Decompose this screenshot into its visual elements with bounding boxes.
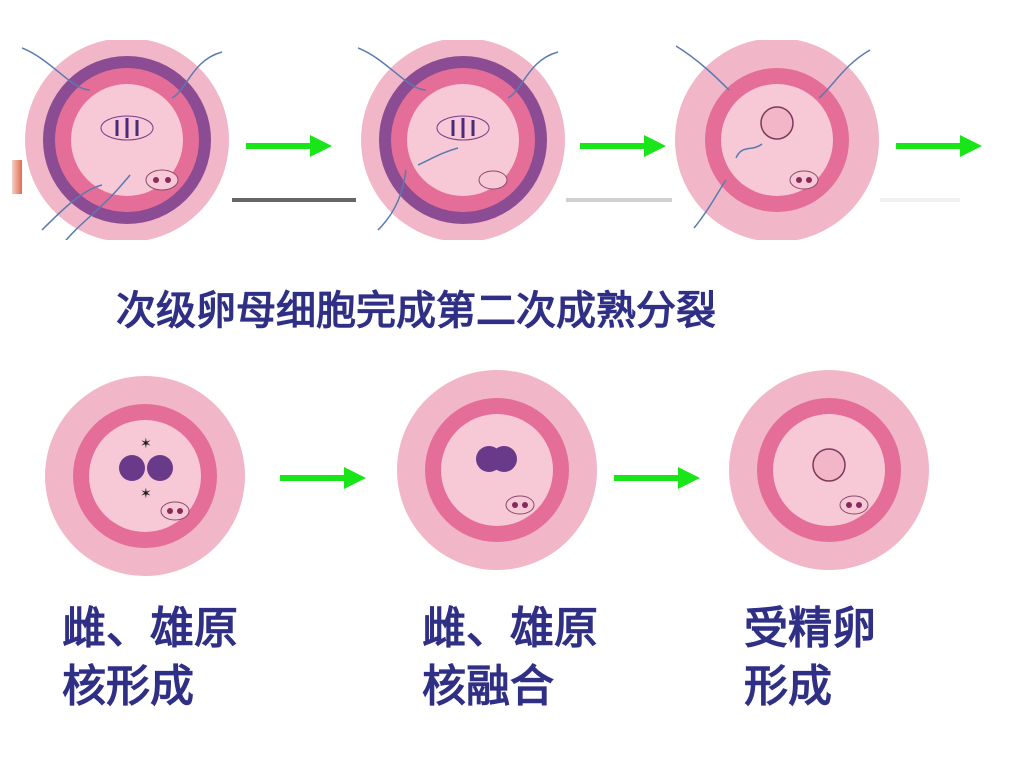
caption-pronuclei-fusion-line1: 雌、雄原 (422, 603, 598, 654)
gray-rule-3 (880, 198, 960, 202)
cell-stage-6 (729, 370, 929, 570)
arrow-right-3 (896, 135, 982, 157)
cell-stage-5 (397, 370, 597, 570)
cell-stage-3 (675, 40, 879, 240)
cell-stage-4: ✶ ✶ (45, 376, 245, 576)
caption-zygote-formation-line1: 受精卵 (744, 603, 876, 654)
left-accent-bar (12, 160, 22, 194)
gray-rule-2 (566, 198, 672, 202)
caption-zygote-formation: 受精卵 形成 (744, 600, 876, 716)
caption-pronuclei-formation-line1: 雌、雄原 (62, 603, 238, 654)
caption-pronuclei-fusion: 雌、雄原 核融合 (422, 600, 598, 716)
arrow-right-2 (580, 135, 666, 157)
svg-text:✶: ✶ (140, 436, 152, 452)
cell-stage-1 (22, 40, 229, 240)
arrow-right-5 (614, 467, 700, 489)
arrow-right-4 (280, 467, 366, 489)
arrow-right-1 (246, 135, 332, 157)
gray-rule-1 (232, 198, 356, 202)
caption-pronuclei-fusion-line2: 核融合 (422, 661, 554, 712)
caption-pronuclei-formation-line2: 核形成 (62, 661, 194, 712)
cell-stage-2 (358, 40, 565, 240)
caption-pronuclei-formation: 雌、雄原 核形成 (62, 600, 238, 716)
top-caption: 次级卵母细胞完成第二次成熟分裂 (116, 287, 716, 334)
caption-zygote-formation-line2: 形成 (744, 661, 832, 712)
svg-text:✶: ✶ (140, 486, 152, 502)
